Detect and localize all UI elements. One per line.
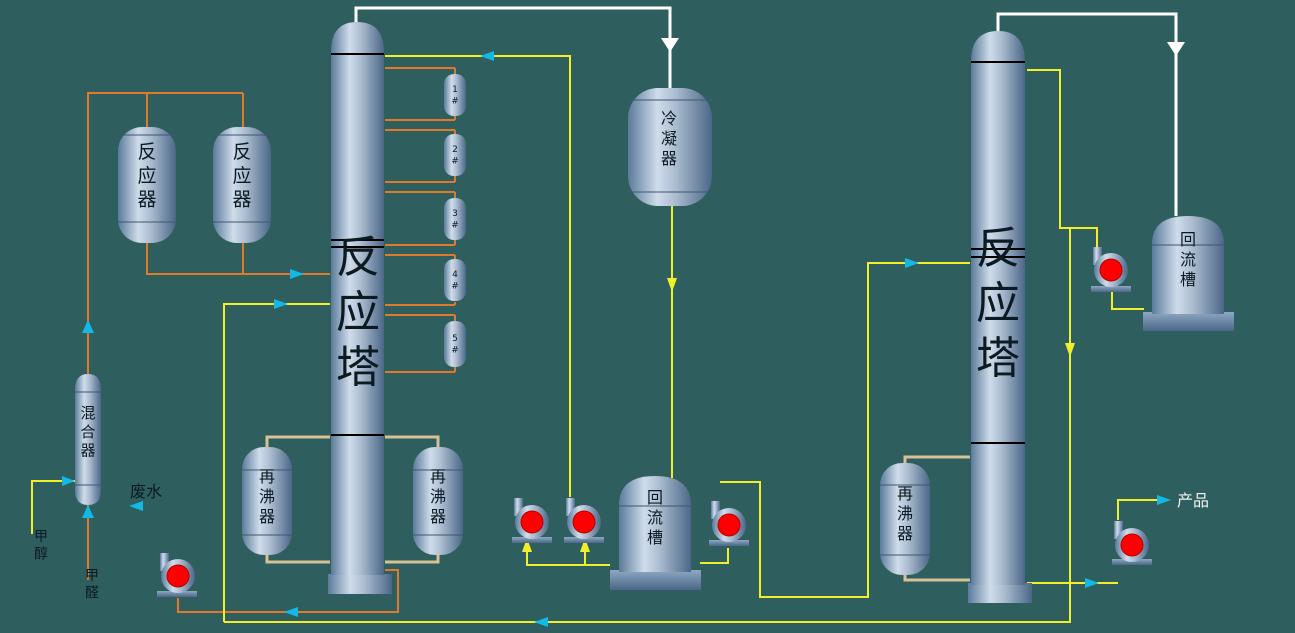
yellow-pipes (31, 55, 1160, 623)
reactor-1-label: 反应器 (137, 141, 156, 211)
arrow-up-formaldehyde (82, 505, 94, 518)
side-vessels: 1# 2# 3# 4# 5# (444, 74, 466, 367)
side-vessel-2[interactable]: 2# (444, 134, 466, 176)
arrow-left-reflux-top (480, 51, 494, 61)
tower-1-label: 反应塔 (336, 232, 380, 393)
arrow-right-bottoms (1085, 578, 1099, 588)
formaldehyde-label: 甲醛 (85, 568, 99, 602)
reaction-tower-2[interactable]: 反应塔 (968, 31, 1032, 603)
reaction-tower-1[interactable]: 反应塔 (328, 22, 392, 594)
white-pipes (354, 6, 1178, 216)
pump-reflux-1b[interactable] (564, 498, 604, 543)
side-vessel-3-label: 3# (451, 209, 459, 230)
reflux-tank-2-label: 回流槽 (1180, 230, 1196, 289)
reboiler-2[interactable]: 再沸器 (413, 447, 463, 555)
reactor-2-label: 反应器 (232, 141, 251, 211)
arrow-right-tower2-feed (905, 258, 919, 268)
side-vessel-4-label: 4# (451, 270, 459, 291)
reboiler-3[interactable]: 再沸器 (880, 463, 930, 575)
arrow-up-mixer-feed (82, 320, 94, 333)
side-vessel-5-label: 5# (451, 334, 459, 355)
side-vessel-2-label: 2# (451, 145, 459, 166)
arrow-left-waste-water (129, 501, 143, 511)
reboiler-1-label: 再沸器 (259, 467, 275, 526)
arrow-left-return (534, 617, 548, 627)
reflux-tank-2[interactable]: 回流槽 (1143, 216, 1234, 331)
mixer-label: 混合器 (80, 404, 95, 460)
reactor-1[interactable]: 反应器 (118, 127, 176, 243)
white-arrow-reflux-2 (1167, 42, 1185, 56)
flow-arrows (62, 51, 1171, 627)
side-vessel-3[interactable]: 3# (444, 198, 466, 240)
reflux-tank-1[interactable]: 回流槽 (610, 476, 701, 590)
reflux-tank-1-label: 回流槽 (647, 488, 663, 547)
arrow-right-reactor-outlet (290, 269, 304, 279)
side-vessel-1[interactable]: 1# (444, 74, 466, 116)
pump-tower2-feed[interactable] (709, 501, 749, 546)
arrow-right-methanol (62, 476, 75, 486)
yellow-arrows (522, 278, 1075, 552)
tower-2-label: 反应塔 (976, 223, 1020, 384)
reactor-2[interactable]: 反应器 (213, 127, 271, 243)
arrow-right-product (1157, 495, 1171, 505)
arrow-right-yellow-feed (274, 299, 288, 309)
condenser-label: 冷凝器 (661, 109, 677, 168)
white-arrow-condenser (661, 38, 679, 52)
reboiler-3-label: 再沸器 (897, 484, 913, 543)
pump-product[interactable] (1112, 521, 1152, 565)
pump-reflux-2[interactable] (1091, 247, 1131, 292)
reboiler-1[interactable]: 再沸器 (242, 447, 292, 555)
mixer[interactable]: 混合器 (75, 374, 101, 505)
pump-waste-water[interactable] (157, 553, 197, 597)
product-label: 产品 (1177, 491, 1209, 510)
arrow-left-bottom (284, 607, 298, 617)
pump-reflux-1a[interactable] (512, 498, 552, 543)
methanol-label: 甲醇 (34, 529, 48, 563)
reboiler-2-label: 再沸器 (430, 467, 446, 526)
condenser[interactable]: 冷凝器 (628, 88, 712, 206)
waste-water-label: 废水 (130, 482, 162, 501)
side-vessel-5[interactable]: 5# (444, 321, 466, 367)
side-vessel-4[interactable]: 4# (444, 259, 466, 301)
side-vessel-1-label: 1# (451, 85, 459, 106)
